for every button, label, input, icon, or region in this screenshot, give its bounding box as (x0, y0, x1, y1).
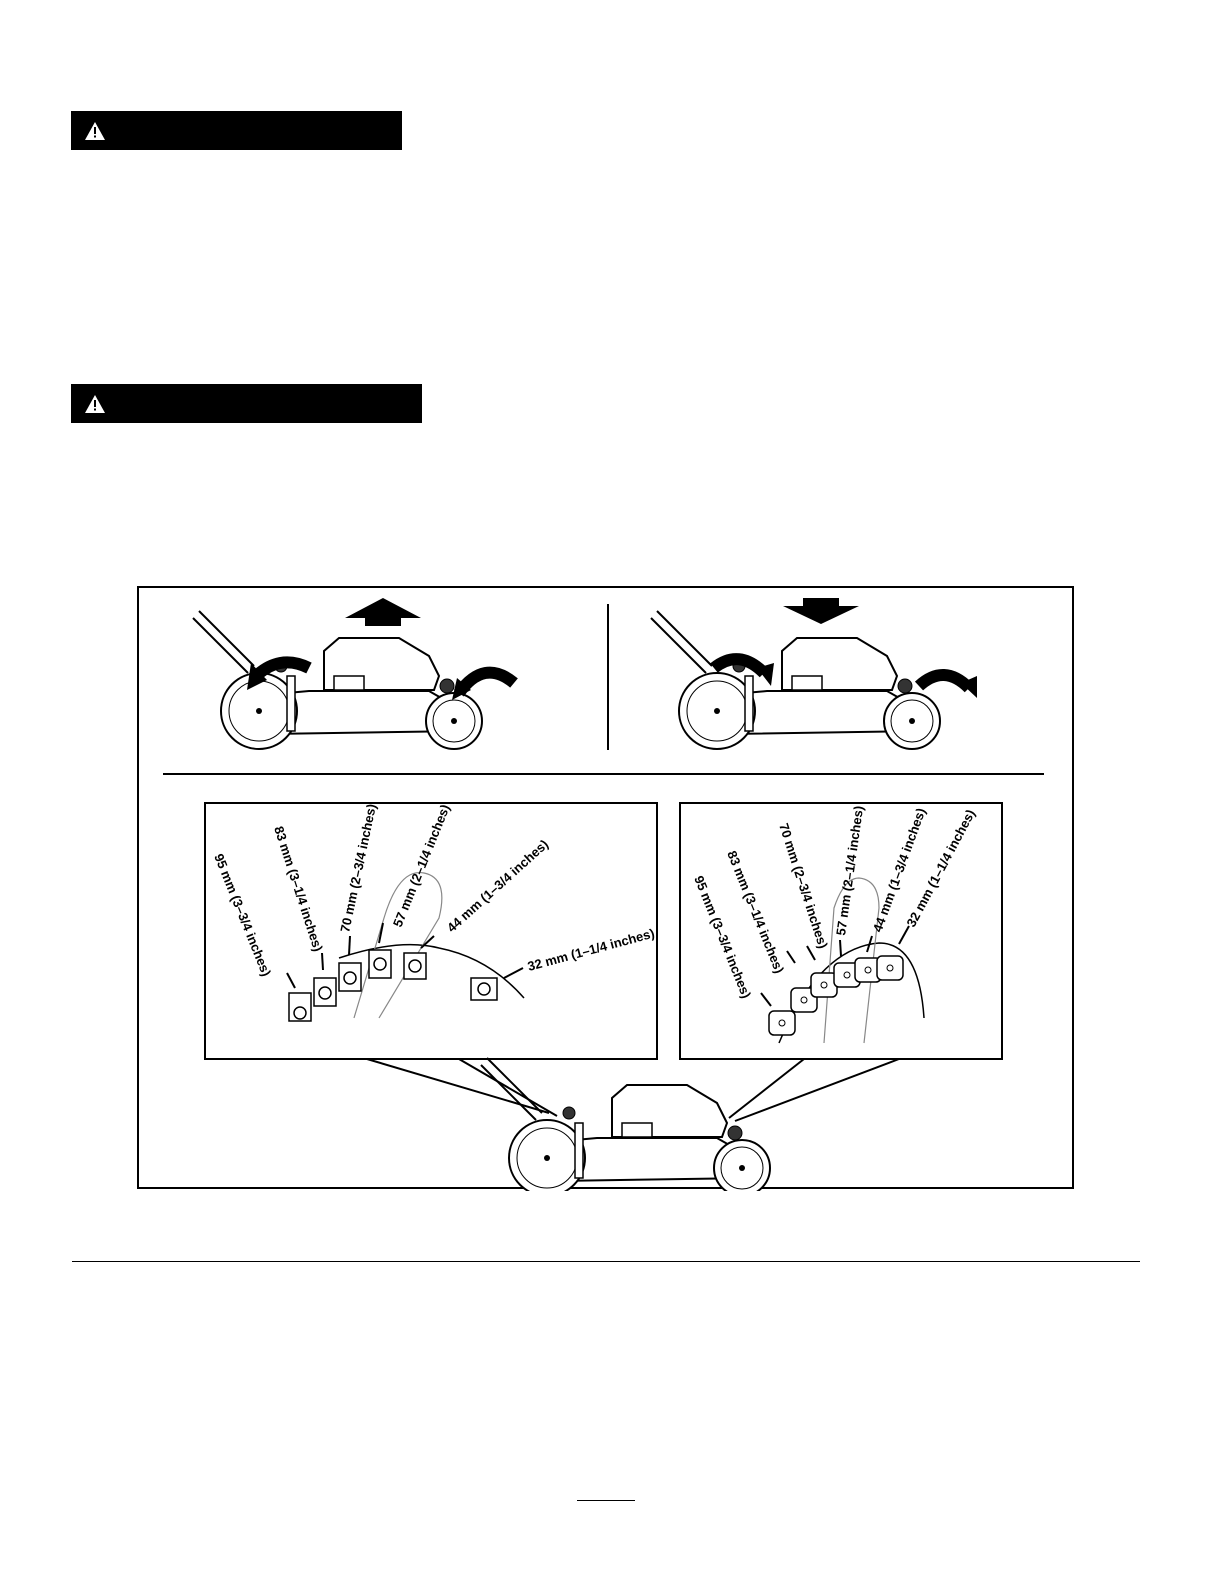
mower-overview-illustration (480, 1057, 771, 1191)
warning-banner-2 (71, 384, 422, 423)
callout-line (458, 1058, 558, 1117)
section-rule (72, 1261, 1140, 1262)
lower-mower-illustration (650, 598, 977, 750)
warning-triangle-icon (85, 394, 105, 413)
rear-height-detail-drawing (286, 871, 525, 1022)
page-number-line (577, 1500, 635, 1501)
warning-banner-1 (71, 111, 402, 150)
front-height-detail-panel (679, 802, 1003, 1060)
front-height-detail-drawing (760, 877, 925, 1044)
callout-line (734, 1058, 900, 1122)
warning-triangle-icon (85, 121, 105, 140)
cutting-height-illustration: 95 mm (3–3/4 inches) 83 mm (3–1/4 inches… (163, 598, 1044, 1191)
raise-mower-illustration (192, 598, 518, 750)
cutting-height-figure: 95 mm (3–3/4 inches) 83 mm (3–1/4 inches… (137, 586, 1074, 1191)
callout-line (728, 1058, 805, 1119)
